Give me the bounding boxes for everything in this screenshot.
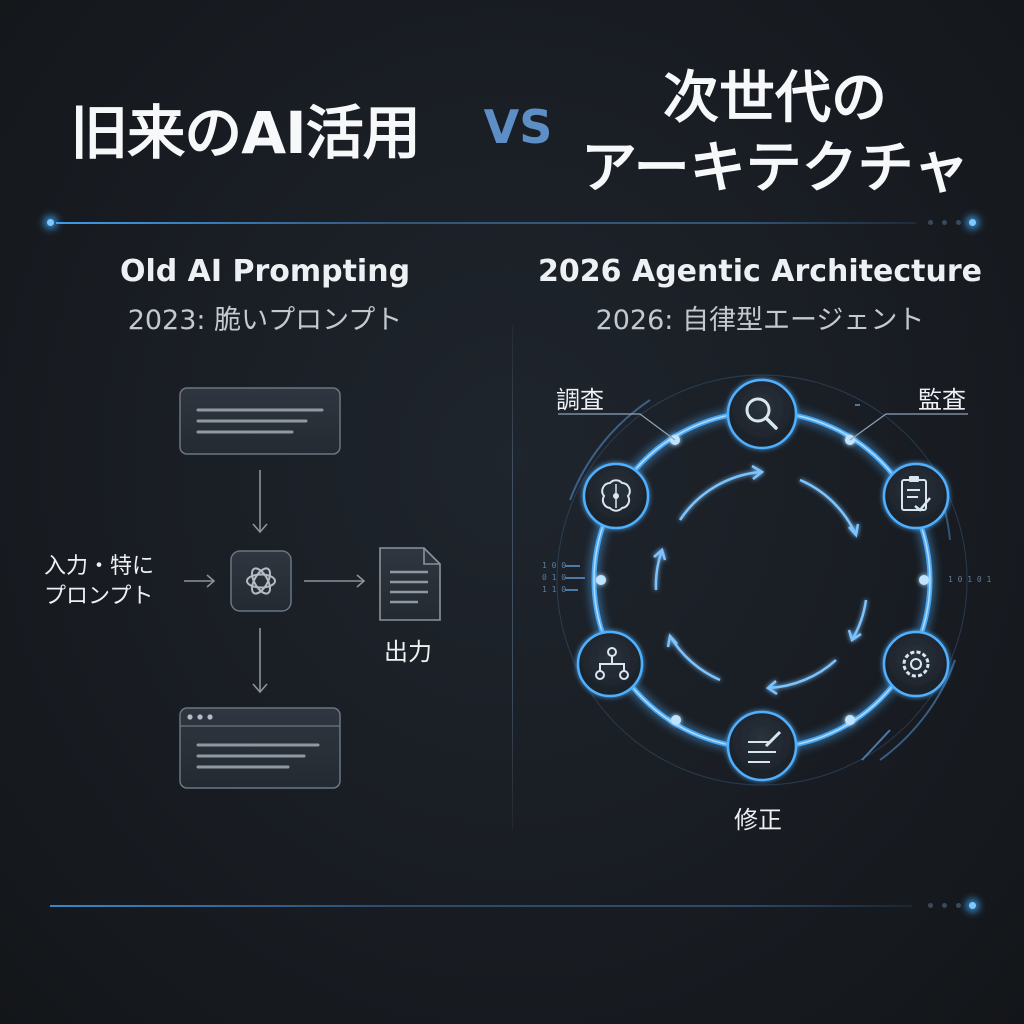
arrow-right-icon <box>304 574 366 588</box>
arrow-down-icon <box>252 470 268 534</box>
old-prompt-flow-diagram <box>179 387 441 789</box>
output-label: 出力 <box>384 638 432 666</box>
agent-loop-ring <box>591 409 933 751</box>
bottom-divider <box>50 905 912 907</box>
document-icon <box>379 547 441 621</box>
old-ai-subheading: 2023: 脆いプロンプト <box>127 305 403 336</box>
title-old-ai: 旧来のAI活用 <box>70 99 420 167</box>
divider-dot-right <box>969 219 976 226</box>
input-label-line1: 入力・特に <box>44 554 155 579</box>
checklist-icon <box>882 462 950 530</box>
divider-dot <box>956 903 961 908</box>
divider-dot-left <box>47 219 54 226</box>
input-label-line2: プロンプト <box>44 584 154 609</box>
divider-dot <box>942 903 947 908</box>
agentic-subheading: 2026: 自律型エージェント <box>595 305 925 336</box>
top-divider <box>56 222 916 224</box>
title-next-gen-line2: アーキテクチャ <box>580 136 970 201</box>
label-fix: 修正 <box>734 806 782 834</box>
divider-dot <box>928 903 933 908</box>
svg-text:1 0 0: 1 0 0 <box>542 561 566 570</box>
divider-dot <box>928 220 933 225</box>
input-label: 入力・特に プロンプト <box>44 552 184 612</box>
svg-text:1 0 1 0 1: 1 0 1 0 1 <box>948 575 992 584</box>
vs-label: VS <box>483 100 553 154</box>
agentic-heading: 2026 Agentic Architecture <box>538 254 982 289</box>
svg-text:1 1 0: 1 1 0 <box>542 585 566 594</box>
ai-model-icon <box>230 550 292 612</box>
column-separator <box>512 325 513 830</box>
label-audit: 監査 <box>918 386 966 414</box>
search-icon <box>726 378 798 450</box>
old-ai-heading: Old AI Prompting <box>119 254 411 289</box>
edit-icon <box>726 710 798 782</box>
divider-dot-right <box>969 902 976 909</box>
agentic-loop-diagram: 1 0 0 0 1 0 1 1 0 1 0 1 0 1 <box>542 374 992 786</box>
cycle-arrows-icon <box>653 464 868 696</box>
prompt-card-icon <box>179 387 341 455</box>
title-next-gen-line1: 次世代の <box>663 66 887 131</box>
window-icon <box>179 707 341 789</box>
label-investigate: 調査 <box>556 386 604 414</box>
arrow-down-icon <box>252 628 268 694</box>
title-next-gen: 次世代の アーキテクチャ <box>560 64 990 204</box>
network-icon <box>576 630 644 698</box>
arrow-right-icon <box>184 574 216 588</box>
gear-icon <box>882 630 950 698</box>
svg-text:0 1 0: 0 1 0 <box>542 573 566 582</box>
divider-dot <box>956 220 961 225</box>
divider-dot <box>942 220 947 225</box>
brain-icon <box>582 462 650 530</box>
